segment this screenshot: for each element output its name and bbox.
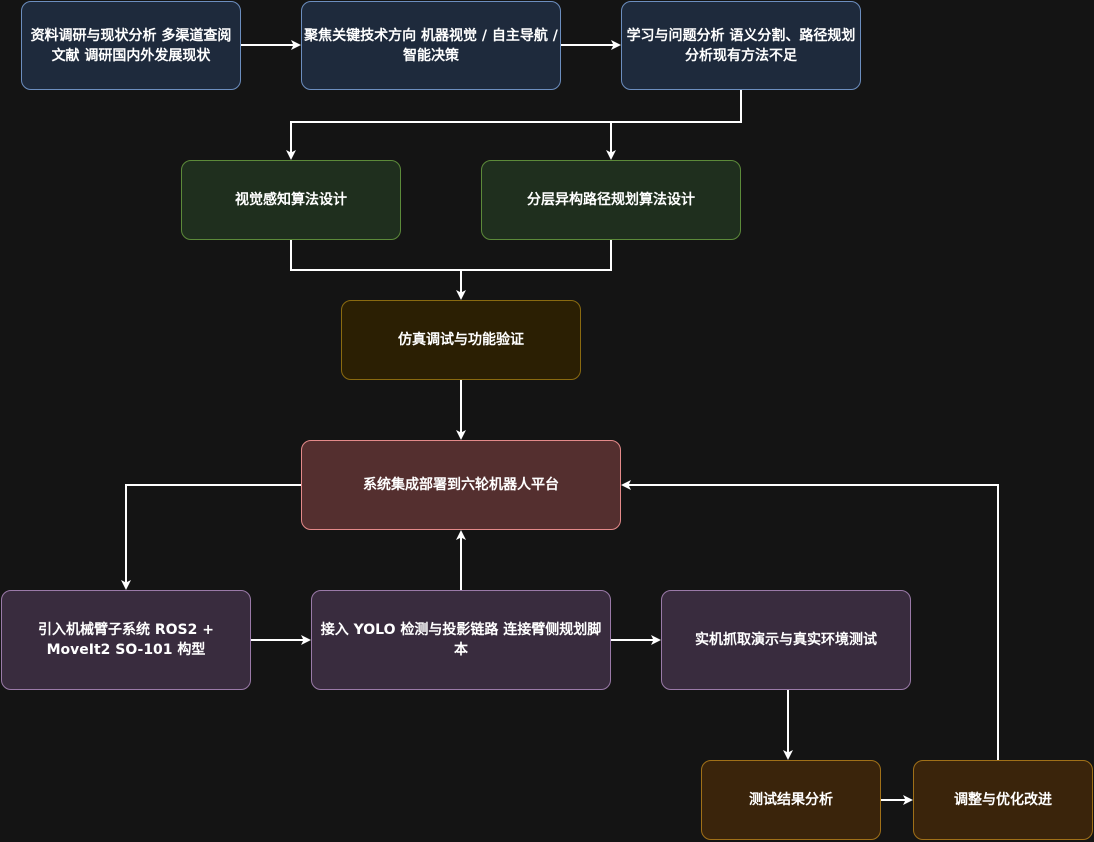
node-simulation: 仿真调试与功能验证: [341, 300, 581, 380]
edge-path-simulation: [461, 240, 612, 271]
node-integration-label: 系统集成部署到六轮机器人平台: [363, 477, 559, 493]
node-vision-design-label: 视觉感知算法设计: [235, 192, 347, 208]
node-arm-system-label: 引入机械臂子系统 ROS2 + MoveIt2 SO-101 构型: [38, 622, 214, 658]
node-study: 学习与问题分析 语义分割、路径规划 分析现有方法不足: [621, 1, 861, 90]
node-research: 资料调研与现状分析 多渠道查阅文献 调研国内外发展现状: [21, 1, 241, 90]
node-real-test: 实机抓取演示与真实环境测试: [661, 590, 911, 690]
node-yolo-label: 接入 YOLO 检测与投影链路 连接臂侧规划脚本: [320, 622, 602, 658]
node-focus-label: 聚焦关键技术方向 机器视觉 / 自主导航 / 智能决策: [304, 27, 558, 64]
edge-integration-arm: [121, 484, 301, 590]
node-yolo: 接入 YOLO 检测与投影链路 连接臂侧规划脚本: [311, 590, 611, 690]
node-real-test-label: 实机抓取演示与真实环境测试: [695, 632, 877, 648]
edge-study-vision: [286, 90, 742, 160]
node-focus: 聚焦关键技术方向 机器视觉 / 自主导航 / 智能决策: [301, 1, 561, 90]
node-path-design-label: 分层异构路径规划算法设计: [527, 192, 695, 208]
edge-vision-simulation: [290, 240, 466, 300]
node-path-design: 分层异构路径规划算法设计: [481, 160, 741, 240]
node-arm-system: 引入机械臂子系统 ROS2 + MoveIt2 SO-101 构型: [1, 590, 251, 690]
node-study-label: 学习与问题分析 语义分割、路径规划 分析现有方法不足: [626, 27, 856, 64]
node-optimization: 调整与优化改进: [913, 760, 1093, 840]
node-vision-design: 视觉感知算法设计: [181, 160, 401, 240]
node-simulation-label: 仿真调试与功能验证: [398, 332, 524, 348]
node-optimization-label: 调整与优化改进: [954, 792, 1052, 808]
edge-optimization-integration: [621, 480, 999, 760]
node-research-label: 资料调研与现状分析 多渠道查阅文献 调研国内外发展现状: [30, 27, 232, 64]
node-result-analysis-label: 测试结果分析: [749, 792, 833, 808]
node-result-analysis: 测试结果分析: [701, 760, 881, 840]
node-integration: 系统集成部署到六轮机器人平台: [301, 440, 621, 530]
